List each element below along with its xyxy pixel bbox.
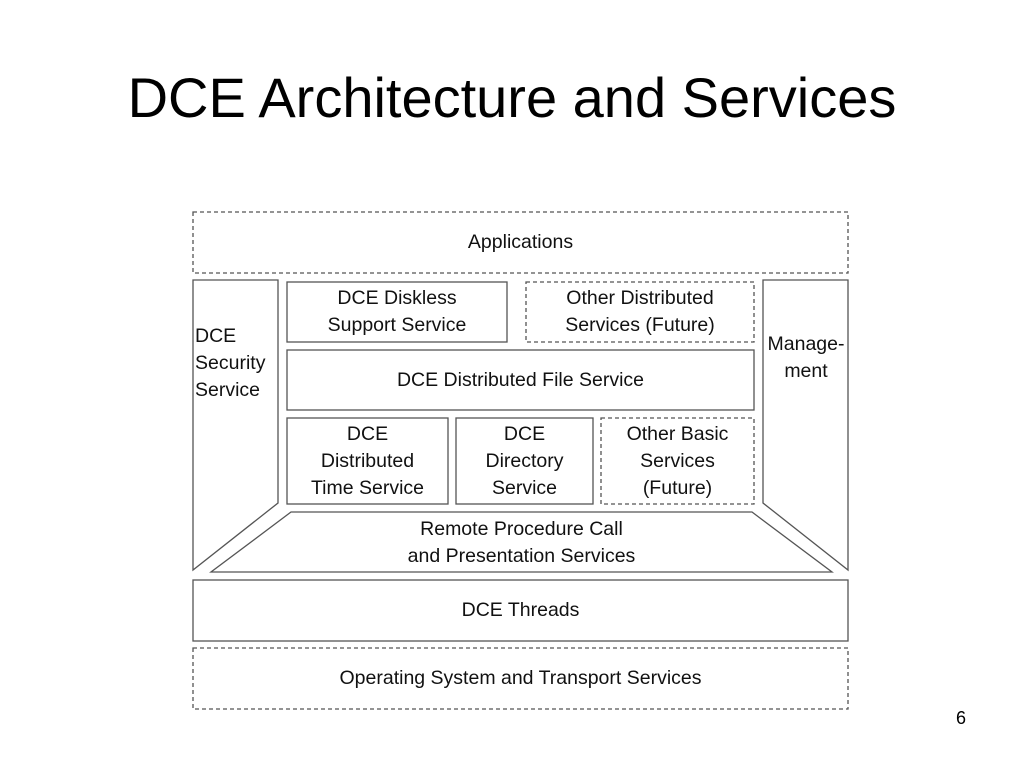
applications-box xyxy=(192,211,849,274)
os-transport-label: Operating System and Transport Services xyxy=(339,667,702,689)
page-number: 6 xyxy=(955,708,966,728)
dfs-box xyxy=(286,349,755,411)
slide-title: DCE Architecture and Services xyxy=(127,66,897,129)
management-shape xyxy=(762,279,849,572)
time-service-box xyxy=(286,417,449,505)
management-label: Manage- ment xyxy=(767,333,845,382)
threads-box xyxy=(192,579,849,642)
directory-service-label: DCE Directory Service xyxy=(485,422,564,499)
diskless-box xyxy=(286,281,508,343)
diskless-label: DCE Diskless Support Service xyxy=(327,287,467,336)
applications-label: Applications xyxy=(467,231,574,253)
rpc-label: Remote Procedure Call and Presentation S… xyxy=(407,518,636,567)
other-basic-box xyxy=(600,417,755,505)
security-service-label: DCE Security Service xyxy=(195,324,266,401)
os-transport-box xyxy=(192,647,849,710)
other-basic-label: Other Basic Services (Future) xyxy=(626,422,729,499)
directory-service-box xyxy=(455,417,594,505)
dfs-label: DCE Distributed File Service xyxy=(396,368,645,391)
time-service-label: DCE Distributed Time Service xyxy=(310,422,425,499)
other-distributed-label: Other Distributed Services (Future) xyxy=(565,287,715,336)
rpc-shape xyxy=(209,511,834,573)
other-distributed-box xyxy=(525,281,755,343)
security-service-shape xyxy=(192,279,279,572)
threads-label: DCE Threads xyxy=(461,599,580,621)
